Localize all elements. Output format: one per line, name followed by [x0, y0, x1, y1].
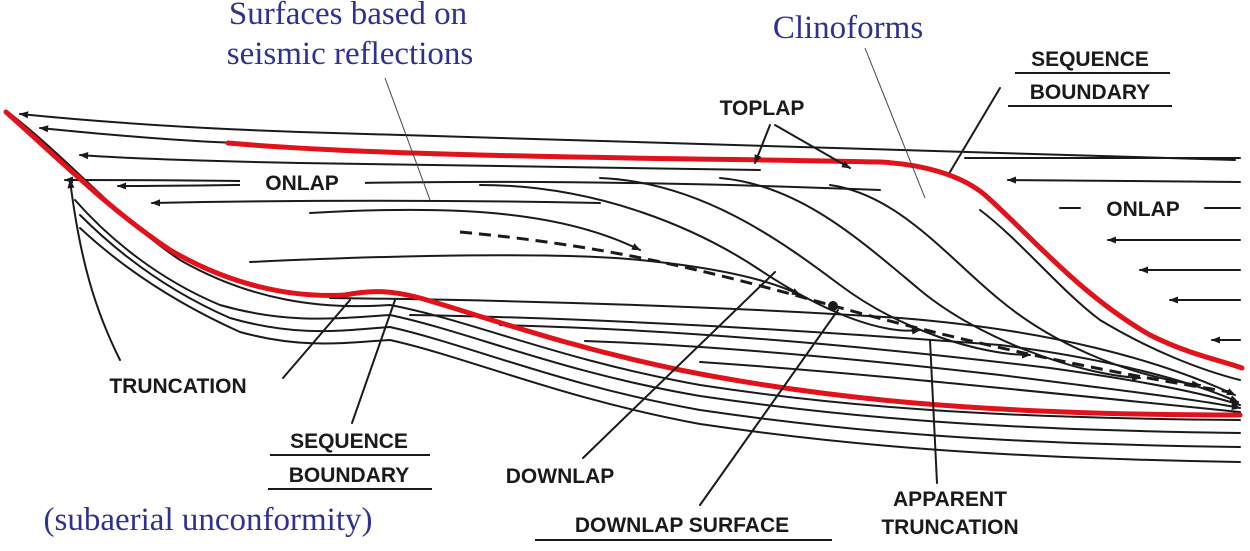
leader-lines	[67, 47, 1001, 506]
downlap-point-marker	[828, 301, 838, 311]
sequence-boundary-top-line2: BOUNDARY	[1030, 81, 1151, 104]
downlap-label: DOWNLAP	[506, 465, 615, 488]
clinoforms-label: Clinoforms	[773, 10, 923, 46]
surfaces-label-line2: seismic reflections	[227, 36, 474, 72]
toplap-label: TOPLAP	[720, 97, 805, 120]
sequence-boundary-bottom-line1: SEQUENCE	[290, 430, 408, 453]
apparent-truncation-line1: APPARENT	[893, 488, 1007, 511]
right-onlap-strata	[964, 157, 1241, 344]
downlap-surface-line	[459, 230, 1231, 394]
surfaces-label-line1: Surfaces based on	[229, 0, 467, 32]
sequence-boundary-lower	[3, 109, 1243, 418]
sequence-boundary-top-line1: SEQUENCE	[1031, 48, 1149, 71]
onlap-right-mask	[1084, 194, 1202, 222]
clinoform-strata	[249, 177, 1241, 388]
downlap-strata	[329, 297, 1241, 413]
downlap-surface-label: DOWNLAP SURFACE	[575, 514, 789, 537]
subaerial-unconformity-label: (subaerial unconformity)	[44, 502, 373, 538]
onlap-left-label: ONLAP	[265, 172, 339, 195]
truncation-label: TRUNCATION	[109, 375, 246, 398]
onlap-right-label: ONLAP	[1106, 198, 1180, 221]
apparent-truncation-line2: TRUNCATION	[881, 516, 1018, 539]
onlap-strata	[19, 111, 1236, 207]
sequence-boundary-upper	[225, 140, 1245, 371]
sequence-boundary-bottom-line2: BOUNDARY	[289, 464, 410, 487]
onlap-left-mask	[240, 168, 365, 196]
